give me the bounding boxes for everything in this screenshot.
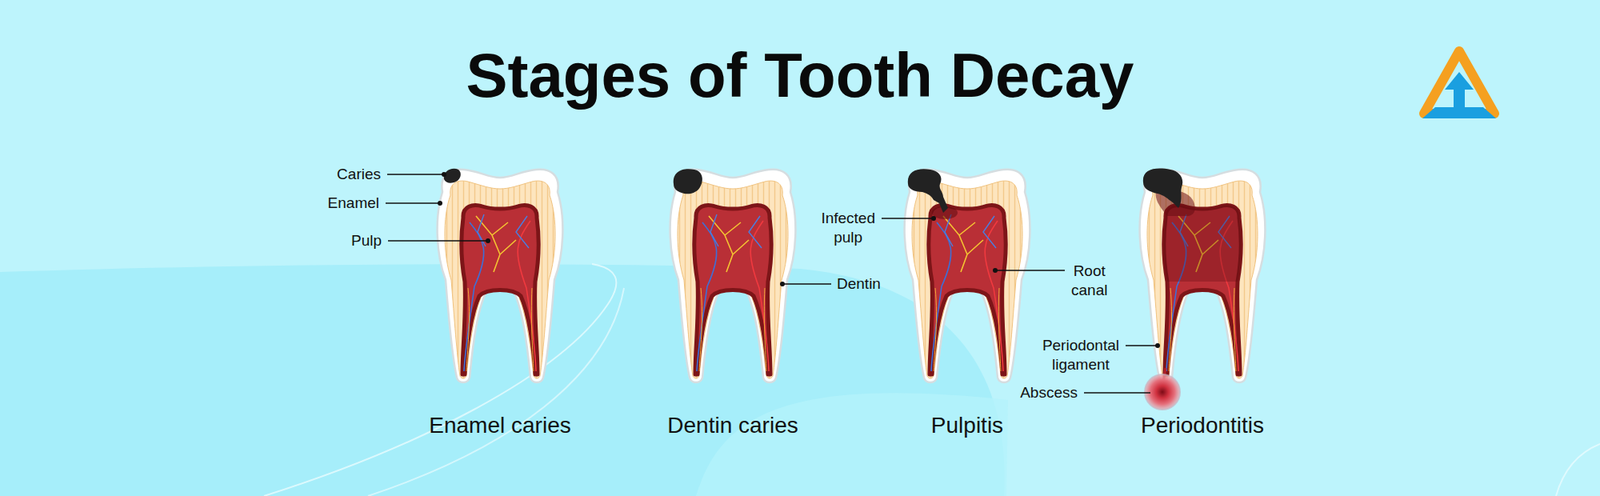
background-curve bbox=[368, 288, 624, 496]
leader-line bbox=[387, 173, 444, 176]
leader-dot bbox=[485, 238, 491, 244]
leader-line bbox=[1084, 392, 1151, 394]
logo bbox=[1422, 51, 1496, 119]
leader-dot bbox=[780, 281, 785, 287]
tooth-illustration bbox=[904, 169, 1031, 383]
part-label: Abscess bbox=[1020, 383, 1078, 403]
tooth-pulpitis bbox=[904, 168, 1031, 383]
leader-dot bbox=[437, 200, 443, 206]
part-label: Periodontal ligament bbox=[1042, 336, 1120, 375]
caries-spot bbox=[444, 168, 461, 184]
background-curve bbox=[1556, 444, 1600, 496]
leader-dots bbox=[437, 172, 1160, 348]
background-wave bbox=[696, 392, 1008, 496]
leader-dot bbox=[441, 172, 447, 177]
leader-line bbox=[1125, 344, 1158, 347]
leader-dot bbox=[992, 268, 998, 273]
title: Stages of Tooth Decay bbox=[465, 41, 1134, 111]
leader-lines bbox=[385, 174, 1158, 393]
caries-spot bbox=[908, 168, 948, 213]
leader-dot bbox=[931, 216, 936, 221]
leader-dot bbox=[1155, 343, 1160, 348]
tooth-illustration bbox=[670, 169, 796, 383]
abscess bbox=[1144, 374, 1180, 410]
abscess-rim bbox=[1144, 374, 1180, 410]
part-label: Caries bbox=[336, 164, 381, 184]
part-label: Pulp bbox=[351, 231, 382, 251]
tooth-dentin-caries bbox=[670, 168, 796, 383]
part-label: Dentin bbox=[836, 274, 881, 294]
leader-line bbox=[782, 283, 832, 285]
stage-caption: Pulpitis bbox=[931, 411, 1004, 440]
part-label: Infected pulp bbox=[820, 208, 876, 248]
tooth-illustration bbox=[437, 169, 564, 383]
leader-line bbox=[388, 240, 488, 242]
leader-line bbox=[881, 217, 934, 220]
tooth-periodontitis bbox=[1140, 168, 1266, 410]
stage-caption: Enamel caries bbox=[428, 411, 571, 440]
caries-spot bbox=[1143, 168, 1183, 208]
leader-line bbox=[995, 269, 1065, 272]
part-label: Enamel bbox=[328, 193, 380, 213]
tooth-illustration bbox=[1140, 169, 1266, 383]
stage-caption: Dentin caries bbox=[667, 411, 798, 440]
caries-spot bbox=[673, 168, 703, 194]
stage-caption: Periodontitis bbox=[1140, 411, 1264, 440]
part-label: Root canal bbox=[1071, 261, 1108, 300]
tooth-enamel-caries bbox=[437, 168, 564, 383]
infection-shading bbox=[1164, 205, 1241, 282]
background-curve bbox=[264, 264, 616, 496]
leader-line bbox=[385, 202, 440, 204]
